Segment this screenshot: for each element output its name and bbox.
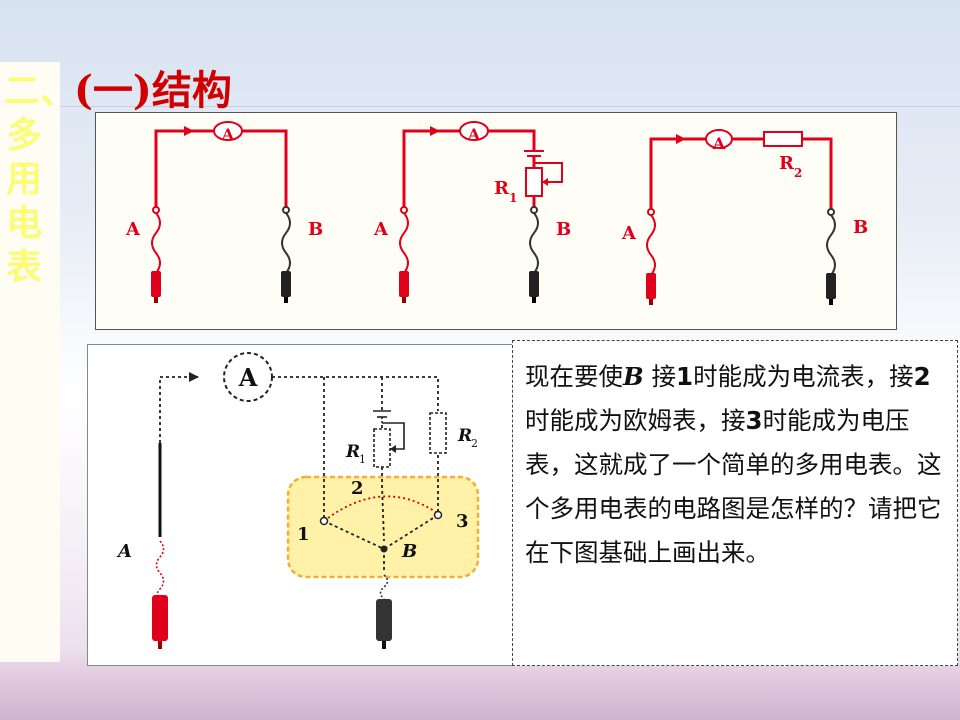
ammeter-icon — [705, 129, 733, 149]
contact-b — [380, 545, 388, 553]
side-strip — [0, 62, 60, 662]
meter-label: A — [221, 125, 235, 144]
r2-label: R — [779, 153, 795, 174]
contact-2-label: 2 — [351, 478, 364, 499]
top-circuits: A A B A R 1 A B — [125, 121, 868, 305]
meter-label: A — [238, 363, 258, 392]
question-text: B — [623, 362, 644, 391]
meter-label: A — [712, 134, 726, 153]
top-diagram-panel: A A B A R 1 A B — [95, 112, 897, 330]
contact-3-label: 3 — [456, 511, 469, 532]
contact-1-label: 1 — [297, 524, 310, 545]
ammeter-icon — [459, 121, 489, 141]
contact-3 — [433, 510, 443, 520]
terminal-b-label: B — [556, 219, 571, 240]
question-text: 2 — [913, 362, 931, 391]
circuit-1: A A B — [125, 121, 323, 303]
probe-black — [376, 599, 392, 641]
question-text: 1 — [676, 362, 694, 391]
r1-subscript: 1 — [509, 191, 517, 205]
page-title: (一)结构 — [74, 67, 232, 114]
resistor-r1 — [525, 167, 543, 197]
r1-label: R — [345, 442, 360, 462]
r1-subscript: 1 — [359, 453, 366, 466]
terminal-a-label: A — [373, 219, 389, 240]
terminal-a-label: A — [125, 219, 141, 240]
header-divider — [60, 106, 960, 107]
terminal-a-label: A — [621, 223, 637, 244]
question-text: 3 — [745, 406, 763, 435]
terminal-a-label: A — [116, 541, 132, 562]
question-text: 时能成为电流表，接 — [693, 362, 914, 391]
r2-subscript: 2 — [794, 166, 802, 180]
ammeter-icon — [213, 121, 243, 141]
circuit-2: A R 1 A B — [373, 121, 571, 303]
question-text: 接 — [643, 362, 677, 391]
probe-red — [152, 595, 168, 641]
resistor-r2 — [763, 131, 803, 147]
question-text: 现在要使 — [525, 362, 623, 391]
resistor-r1 — [373, 428, 391, 468]
question-textbox: 现在要使B 接1时能成为电流表，接2 时能成为欧姆表，接3时能成为电压表，这就成了… — [512, 340, 958, 666]
question-text: 时能成为欧姆表，接 — [525, 406, 746, 435]
meter-label: A — [467, 125, 481, 144]
side-title: 二、多用电表 — [4, 71, 77, 288]
bottom-diagram-panel: A R 1 R 2 1 2 3 B A — [87, 344, 514, 666]
multimeter-circuit: A R 1 R 2 1 2 3 B A — [116, 352, 480, 649]
r1-label: R — [494, 178, 510, 199]
contact-1 — [319, 516, 329, 526]
terminal-b-label: B — [308, 219, 323, 240]
resistor-r2 — [429, 412, 447, 454]
ammeter-icon — [223, 352, 273, 402]
circuit-3: A R 2 A B — [621, 129, 868, 305]
r2-subscript: 2 — [471, 437, 478, 450]
terminal-b-label: B — [401, 541, 417, 562]
r2-label: R — [457, 426, 472, 446]
terminal-b-label: B — [853, 217, 868, 238]
question-text: 时能成为电压表，这就成了一个简单的多用电表。这个多用电表的电路图是怎样的？请把它… — [525, 406, 942, 567]
